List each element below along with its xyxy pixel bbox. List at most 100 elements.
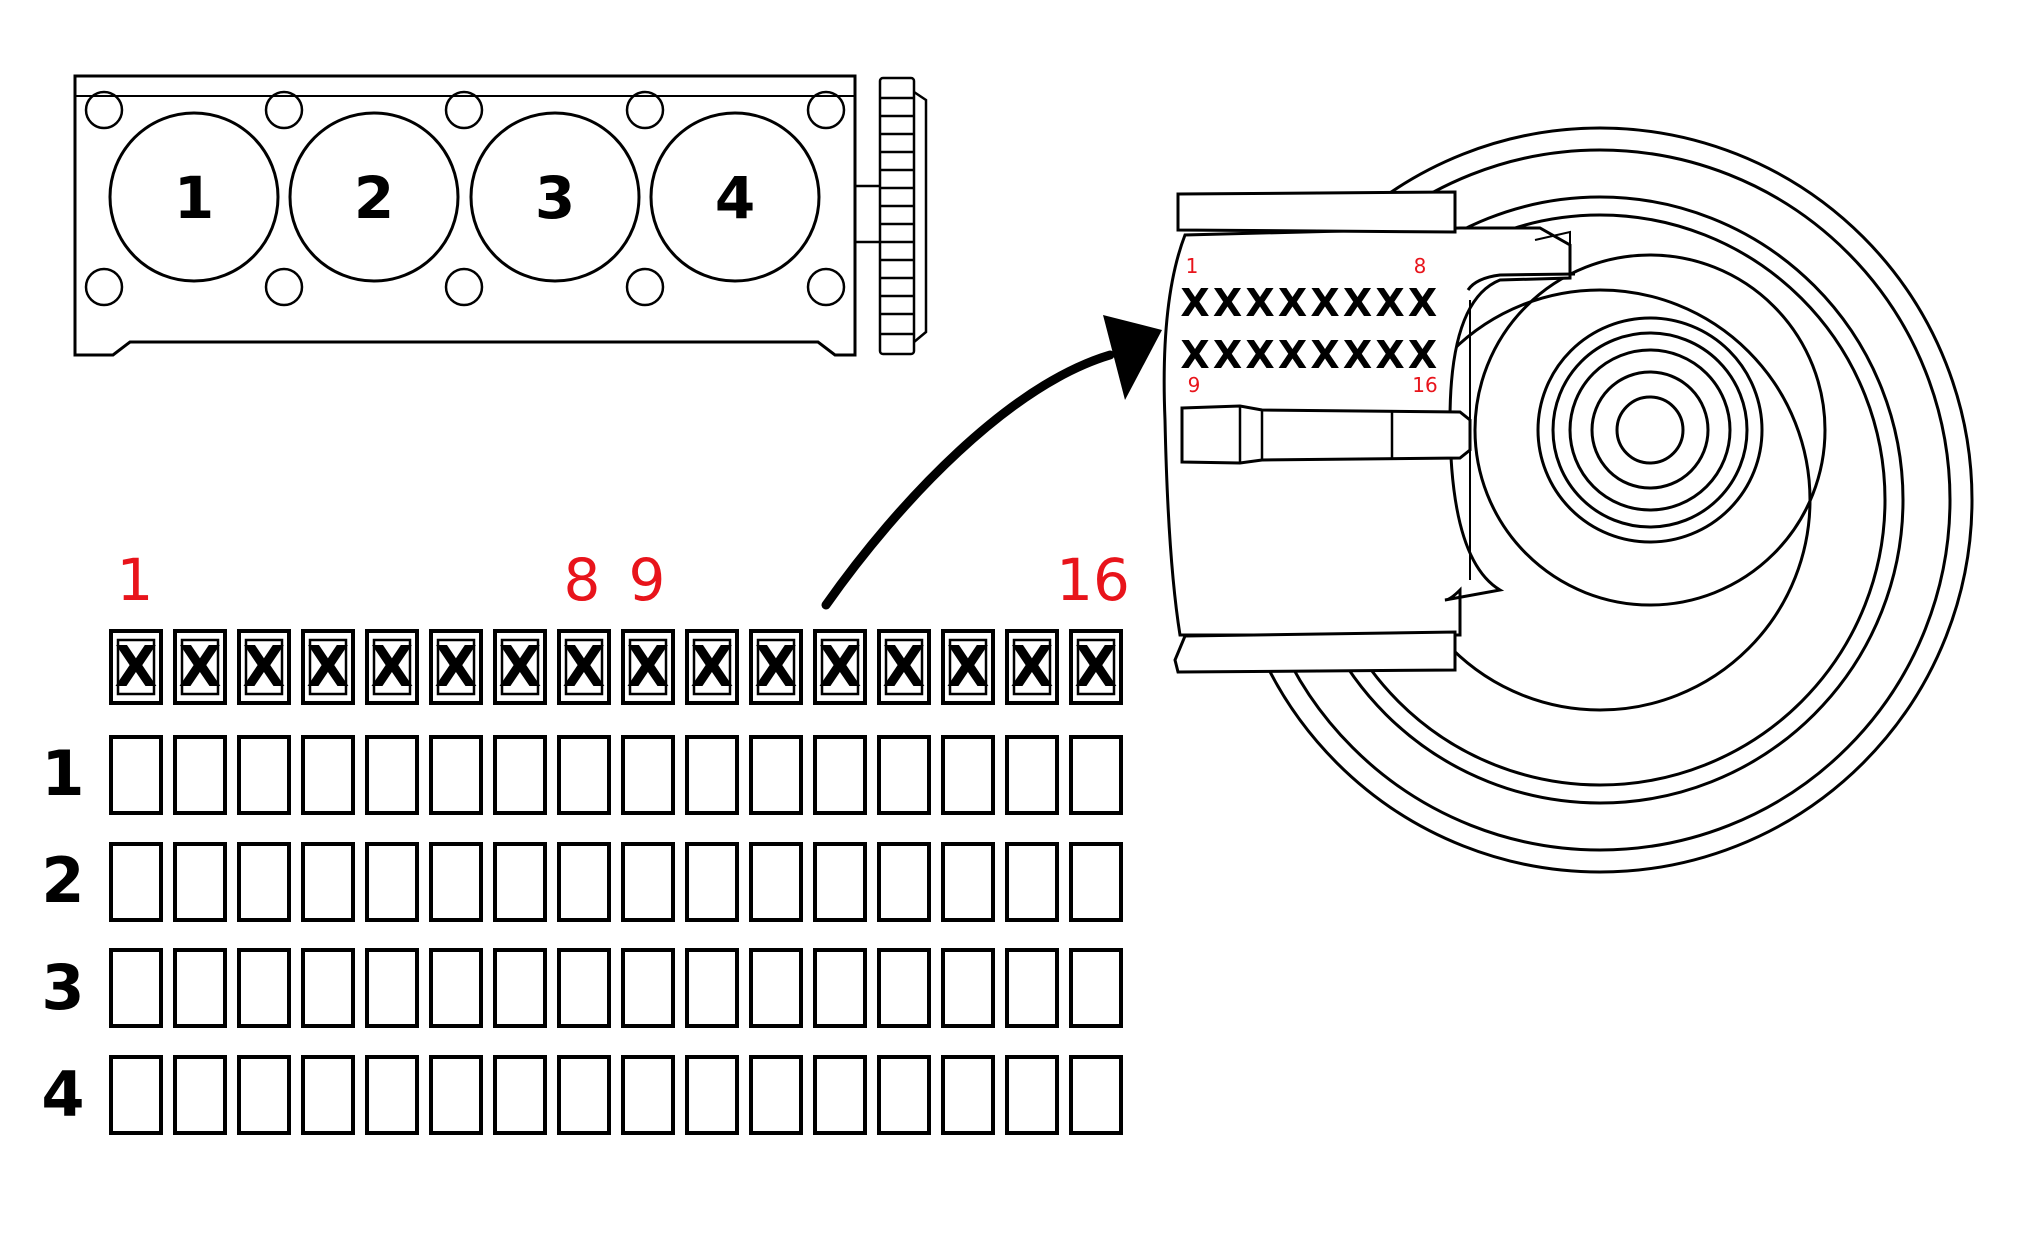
entry-cell[interactable] <box>621 948 675 1028</box>
entry-cell[interactable] <box>941 948 995 1028</box>
entry-cell[interactable] <box>941 1055 995 1135</box>
entry-cell[interactable] <box>685 842 739 922</box>
pulley-mark-labels: 1 8 9 16 <box>1186 254 1438 397</box>
cylinder-bore-1 <box>108 111 280 283</box>
entry-cell[interactable] <box>813 842 867 922</box>
entry-cell[interactable] <box>173 735 227 815</box>
entry-cell[interactable] <box>237 948 291 1028</box>
code-cell-value: X <box>1074 635 1117 700</box>
entry-row-1 <box>109 735 1123 815</box>
entry-cell[interactable] <box>1005 948 1059 1028</box>
entry-cell[interactable] <box>1069 1055 1123 1135</box>
entry-cell[interactable] <box>1069 948 1123 1028</box>
entry-cell[interactable] <box>941 842 995 922</box>
code-cell: X <box>109 629 163 705</box>
entry-cell[interactable] <box>237 1055 291 1135</box>
entry-cell[interactable] <box>301 948 355 1028</box>
entry-cell[interactable] <box>557 1055 611 1135</box>
position-label-1: 1 <box>117 546 154 614</box>
pulley-label-plate <box>1162 190 1576 674</box>
pulley-mark-bottom: X <box>1375 333 1404 377</box>
entry-cell[interactable] <box>813 948 867 1028</box>
entry-cell[interactable] <box>301 735 355 815</box>
entry-cell[interactable] <box>109 842 163 922</box>
entry-cell[interactable] <box>621 735 675 815</box>
entry-row-labels: 1 2 3 4 <box>41 737 84 1131</box>
entry-cell[interactable] <box>173 1055 227 1135</box>
pulley-mark-top: X <box>1245 281 1274 325</box>
entry-cell[interactable] <box>685 735 739 815</box>
entry-cell[interactable] <box>237 735 291 815</box>
entry-cell[interactable] <box>493 1055 547 1135</box>
entry-cell[interactable] <box>813 735 867 815</box>
code-cell: X <box>685 629 739 705</box>
code-cell: X <box>941 629 995 705</box>
entry-cell[interactable] <box>493 735 547 815</box>
pulley-mark-bottom: X <box>1278 333 1307 377</box>
cylinder-number-2: 2 <box>354 164 394 232</box>
entry-cell[interactable] <box>877 842 931 922</box>
position-label-16: 16 <box>1056 546 1130 614</box>
entry-cell[interactable] <box>1005 842 1059 922</box>
entry-cell[interactable] <box>621 842 675 922</box>
entry-cell[interactable] <box>365 1055 419 1135</box>
cylinder-bore-4 <box>649 111 821 283</box>
entry-cell[interactable] <box>1069 735 1123 815</box>
cylinder-bore-2 <box>288 111 460 283</box>
entry-cell[interactable] <box>173 842 227 922</box>
entry-cell[interactable] <box>877 948 931 1028</box>
entry-row-2 <box>109 842 1123 922</box>
entry-cell[interactable] <box>557 735 611 815</box>
code-cell-value: X <box>434 635 477 700</box>
entry-cell[interactable] <box>1069 842 1123 922</box>
entry-cell[interactable] <box>1005 735 1059 815</box>
entry-row-3 <box>109 948 1123 1028</box>
entry-cell[interactable] <box>429 735 483 815</box>
row-label-3: 3 <box>41 951 84 1024</box>
entry-cell[interactable] <box>685 948 739 1028</box>
entry-cell[interactable] <box>493 948 547 1028</box>
entry-cell[interactable] <box>941 735 995 815</box>
entry-cell[interactable] <box>109 735 163 815</box>
code-cell: X <box>813 629 867 705</box>
pulley-mark-bottom: X <box>1408 333 1437 377</box>
entry-cell[interactable] <box>749 842 803 922</box>
code-cell: X <box>877 629 931 705</box>
entry-cell[interactable] <box>301 842 355 922</box>
entry-cell[interactable] <box>557 842 611 922</box>
entry-cell[interactable] <box>813 1055 867 1135</box>
code-cell: X <box>621 629 675 705</box>
entry-cell[interactable] <box>109 1055 163 1135</box>
entry-cell[interactable] <box>877 735 931 815</box>
entry-cell[interactable] <box>1005 1055 1059 1135</box>
entry-cell[interactable] <box>493 842 547 922</box>
code-cell-value: X <box>946 635 989 700</box>
entry-cell[interactable] <box>621 1055 675 1135</box>
entry-cell[interactable] <box>429 948 483 1028</box>
entry-cell[interactable] <box>685 1055 739 1135</box>
entry-cell[interactable] <box>365 842 419 922</box>
entry-cell[interactable] <box>173 948 227 1028</box>
entry-cell[interactable] <box>237 842 291 922</box>
entry-cell[interactable] <box>429 842 483 922</box>
entry-cell[interactable] <box>749 1055 803 1135</box>
entry-cell[interactable] <box>749 948 803 1028</box>
entry-cell[interactable] <box>365 735 419 815</box>
entry-cell[interactable] <box>877 1055 931 1135</box>
code-cell-value: X <box>114 635 157 700</box>
entry-cell[interactable] <box>301 1055 355 1135</box>
code-cell: X <box>237 629 291 705</box>
entry-cell[interactable] <box>557 948 611 1028</box>
entry-cell[interactable] <box>365 948 419 1028</box>
code-cell: X <box>365 629 419 705</box>
code-cell-value: X <box>498 635 541 700</box>
entry-cell[interactable] <box>749 735 803 815</box>
code-cell-value: X <box>306 635 349 700</box>
curved-arrow <box>821 315 1162 610</box>
entry-cell[interactable] <box>109 948 163 1028</box>
entry-cell[interactable] <box>429 1055 483 1135</box>
pulley-mark-top: X <box>1310 281 1339 325</box>
entry-row-4 <box>109 1055 1123 1135</box>
